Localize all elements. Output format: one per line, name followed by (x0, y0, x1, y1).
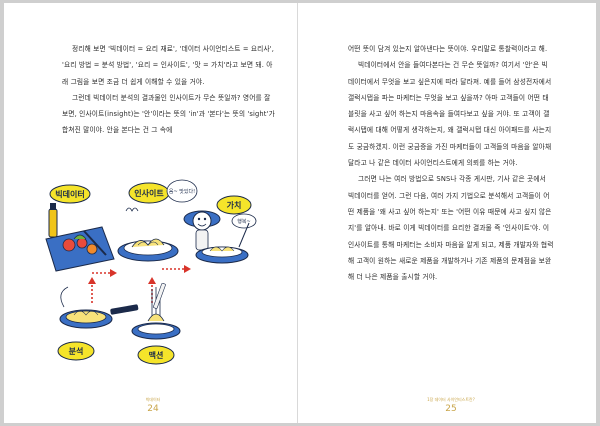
running-title: 1장 데이터 사이언티스트란? (427, 397, 475, 402)
label-action: 맥션 (137, 345, 175, 365)
label-analysis: 분석 (57, 341, 95, 361)
arrow-up-1 (88, 277, 96, 303)
speech-bubble-2: 행복~ (231, 213, 257, 229)
running-title: 빅데이터 (145, 397, 161, 402)
left-page-footer: 빅데이터 24 (128, 397, 178, 414)
arrow-right-2 (162, 265, 191, 273)
speech-bubble-2-text: 행복~ (237, 218, 250, 225)
page-number: 25 (445, 404, 457, 414)
pasta-plate-icon (117, 207, 179, 262)
paragraph: 그런데 빅데이터 분석의 결과물인 인사이트가 무슨 뜻일까? 영어를 잘 보면… (62, 93, 275, 135)
right-page: 어떤 뜻이 담겨 있는지 알아낸다는 뜻이야. 우리말로 통찰력이라고 해. 빅… (301, 3, 596, 423)
page-number: 24 (147, 404, 159, 414)
label-value: 가치 (216, 195, 252, 215)
right-page-text: 어떤 뜻이 담겨 있는지 알아낸다는 뜻이야. 우리말로 통찰력이라고 해. 빅… (348, 41, 554, 285)
book-spread: 정리해 보면 '빅데이터 = 요리 재료', '데이터 사이언티스트 = 요리사… (4, 3, 596, 423)
cooking-illustration: 빅데이터 인사이트 가치 음~ 맛있다! (45, 179, 257, 365)
paragraph: 그러면 나는 여러 방법으로 SNS나 각종 게시판, 기사 같은 곳에서 빅데… (348, 175, 554, 282)
label-action-text: 맥션 (149, 350, 164, 360)
label-insight: 인사이트 (128, 182, 170, 204)
right-page-footer: 1장 데이터 사이언티스트란? 25 (416, 397, 486, 414)
frying-pan-icon (59, 286, 139, 329)
label-big-data: 빅데이터 (49, 184, 91, 204)
label-value-text: 가치 (227, 200, 242, 210)
label-analysis-text: 분석 (69, 346, 84, 356)
happy-person-icon (183, 210, 250, 264)
paragraph: 정리해 보면 '빅데이터 = 요리 재료', '데이터 사이언티스트 = 요리사… (62, 45, 275, 86)
paragraph: 어떤 뜻이 담겨 있는지 알아낸다는 뜻이야. 우리말로 통찰력이라고 해. (348, 45, 548, 53)
label-big-data-text: 빅데이터 (55, 189, 84, 199)
speech-bubble-1-text: 음~ 맛있다! (169, 188, 195, 195)
book-gutter (297, 3, 298, 423)
arrow-right-1 (92, 269, 117, 277)
label-insight-text: 인사이트 (134, 188, 164, 198)
fork-pasta-icon (131, 282, 181, 340)
speech-bubble-1: 음~ 맛있다! (166, 179, 198, 203)
left-page: 정리해 보면 '빅데이터 = 요리 재료', '데이터 사이언티스트 = 요리사… (4, 3, 299, 423)
ingredients-board-icon (45, 203, 115, 272)
paragraph: 빅데이터에서 안을 들여다본다는 건 무슨 뜻일까? 여기서 '안'은 빅데이터… (348, 61, 552, 168)
left-page-text: 정리해 보면 '빅데이터 = 요리 재료', '데이터 사이언티스트 = 요리사… (62, 41, 275, 139)
